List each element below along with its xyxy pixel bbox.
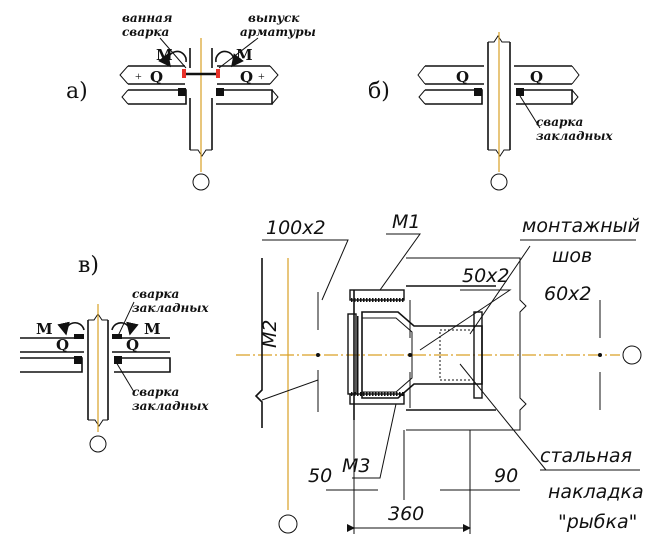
embed-b-left: [474, 88, 482, 96]
leader-M1: [379, 233, 421, 291]
label-b: б): [368, 79, 390, 104]
moment-a-left: M: [156, 46, 173, 64]
slab-plate: [473, 311, 483, 399]
slab-breaks-b: [417, 65, 580, 85]
note-stal-3: "рыбка": [558, 511, 637, 533]
moment-a-right: M: [236, 46, 253, 64]
moment-arrow-v-left: [57, 321, 85, 336]
mark-M1: M1: [392, 211, 420, 233]
leaders-a: [159, 37, 259, 69]
breaks-b: [488, 35, 510, 157]
beam-breaks-a: [121, 89, 279, 105]
embed-v-top-right: [112, 334, 122, 339]
axis-bubble-b: [490, 173, 508, 191]
dim-extensions: [353, 420, 471, 534]
axis-bubble-v: [89, 435, 107, 453]
leader-M2: [261, 379, 319, 401]
weld-M3: [350, 392, 404, 396]
weld-M2: [356, 316, 359, 392]
leader-b: [519, 95, 541, 129]
note-svarka-v1-2: закладных: [132, 301, 209, 315]
moment-v-left: M: [36, 320, 53, 338]
dim-100x2-dot: [316, 353, 320, 357]
slabs-b: [425, 65, 572, 85]
shear-v-left: Q: [56, 336, 69, 354]
embed-v-bot-right: [114, 356, 122, 364]
weld-M1: [350, 298, 404, 302]
variant-a: а) M M Q Q + + ванная сварка выпуск арма…: [66, 11, 316, 191]
embed-v-bot-left: [74, 356, 82, 364]
shear-v-right: Q: [126, 336, 139, 354]
detail-axis-bubble-h: [622, 345, 642, 365]
note-svarka-v2-2: закладных: [132, 399, 209, 413]
note-vannaya-2: сварка: [122, 25, 169, 39]
slab-outline: [406, 257, 527, 431]
label-a: а): [66, 79, 88, 104]
column-left-edge: [254, 258, 263, 428]
note-vannaya-1: ванная: [122, 11, 172, 25]
moment-arrow-a-left: [158, 50, 187, 68]
note-svarka-b-1: сварка: [536, 115, 583, 129]
note-svarka-v2-1: сварка: [132, 385, 179, 399]
embed-b-right: [516, 88, 524, 96]
weld-a-right: [216, 69, 220, 78]
dim-360: 360: [388, 503, 424, 525]
embed-v-top-left: [74, 334, 84, 339]
shear-b-left: Q: [456, 68, 469, 86]
slabs-v: [20, 337, 170, 353]
beams-v: [20, 357, 171, 373]
shear-b-right: Q: [530, 68, 543, 86]
embed-a-right: [216, 88, 224, 96]
moment-v-right: M: [144, 320, 161, 338]
dim-60x2-dot: [598, 353, 602, 357]
dim-60x2: 60x2: [544, 283, 592, 305]
note-montazh-1: монтажный: [522, 215, 640, 237]
dim-50x2: 50x2: [462, 265, 510, 287]
embed-a-left: [178, 88, 186, 96]
note-svarka-b-2: закладных: [536, 129, 613, 143]
variant-v: в) M M Q Q сварка закладных сварка закла…: [20, 253, 209, 453]
dim-50x2-dot: [408, 353, 412, 357]
note-vypusk-2: арматуры: [240, 25, 316, 39]
axis-bubble-a: [192, 173, 210, 191]
shear-a-right: Q: [240, 68, 253, 86]
leader-M3: [352, 403, 397, 479]
leader-100x2: [262, 239, 349, 301]
dim-50: 50: [308, 465, 332, 487]
slabs-a: [128, 65, 270, 85]
slab-breaks-a: [119, 65, 279, 85]
mark-M3: M3: [342, 455, 370, 477]
note-stal-1: стальная: [540, 445, 632, 467]
weld-a-left: [182, 69, 186, 78]
beams-b: [425, 89, 573, 105]
beam-breaks-b: [418, 89, 579, 105]
leaders-v: [115, 301, 135, 393]
dim-100x2: 100x2: [266, 217, 326, 239]
moment-arrow-v-right: [111, 321, 139, 336]
detail-drawing: 100x2 M1 M2 M3 монтажный шов 50x2 60x2 с…: [236, 211, 644, 534]
leader-50x2: [419, 289, 512, 351]
note-montazh-2: шов: [552, 245, 592, 267]
leader-stal: [459, 363, 640, 471]
break-a: [190, 149, 212, 157]
shear-a-left: Q: [150, 68, 163, 86]
svg-text:+: +: [258, 69, 265, 83]
mount-weld: [439, 329, 475, 381]
dim-90: 90: [494, 465, 518, 487]
note-stal-2: накладка: [548, 481, 644, 503]
mark-M2: M2: [259, 320, 281, 348]
beams-a: [128, 89, 273, 105]
note-svarka-v1-1: сварка: [132, 287, 179, 301]
svg-text:+: +: [135, 69, 142, 83]
variant-b: б) Q Q сварка закладных: [368, 32, 613, 191]
note-vypusk-1: выпуск: [248, 11, 300, 25]
moment-arrow-a-right: [215, 50, 244, 68]
label-v: в): [78, 253, 99, 278]
detail-axis-bubble-v: [278, 514, 298, 534]
